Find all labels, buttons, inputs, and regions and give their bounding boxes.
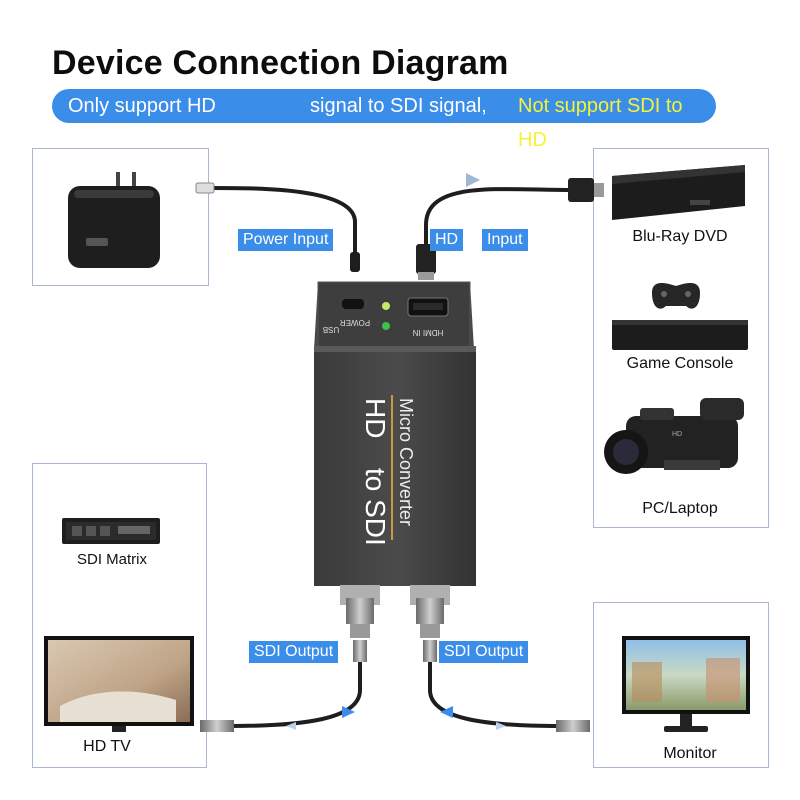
sdi-output-right-label: SDI Output bbox=[439, 641, 529, 663]
micro-converter-device bbox=[314, 281, 476, 586]
sdi-matrix-label: SDI Matrix bbox=[76, 551, 147, 568]
power-input-label: Power Input bbox=[238, 229, 334, 251]
camcorder-icon: HD bbox=[604, 398, 744, 474]
page-title: Device Connection Diagram bbox=[52, 44, 509, 82]
game-console-label: Game Console bbox=[626, 355, 734, 372]
info-banner: Only support HD signal to SDI signal, No… bbox=[52, 89, 716, 151]
bnc-port-left bbox=[340, 585, 380, 638]
bnc-port-right bbox=[410, 585, 450, 638]
hd-tv-icon bbox=[44, 636, 194, 732]
power-adapter-icon bbox=[68, 172, 160, 268]
svg-text:HD: HD bbox=[672, 431, 682, 438]
hd-input-label-1: HD bbox=[430, 229, 464, 251]
banner-text-1: Only support HD bbox=[68, 95, 216, 117]
hdmi-port-label: HDMI IN bbox=[412, 328, 443, 337]
banner-text-2: signal to SDI signal, bbox=[310, 95, 487, 117]
hd-tv-label: HD TV bbox=[83, 738, 131, 755]
monitor-icon bbox=[622, 636, 750, 732]
monitor-label: Monitor bbox=[663, 745, 717, 762]
sdi-output-left-label: SDI Output bbox=[249, 641, 339, 663]
device-name-label: Micro Converter bbox=[396, 398, 416, 526]
hd-input-label-2: Input bbox=[482, 229, 528, 251]
usb-port-label: USB bbox=[323, 325, 339, 334]
bluray-label: Blu-Ray DVD bbox=[632, 228, 728, 245]
sdi-matrix-icon bbox=[62, 518, 160, 544]
pc-laptop-label: PC/Laptop bbox=[642, 500, 718, 517]
power-port-label: POWER bbox=[340, 318, 370, 327]
device-sdi-label: to SDI bbox=[360, 468, 391, 546]
game-console-icon bbox=[612, 282, 748, 350]
banner-text-highlight: Not support SDI to HD bbox=[518, 95, 683, 151]
bluray-player-icon bbox=[612, 165, 745, 220]
device-hd-label: HD bbox=[360, 398, 391, 438]
